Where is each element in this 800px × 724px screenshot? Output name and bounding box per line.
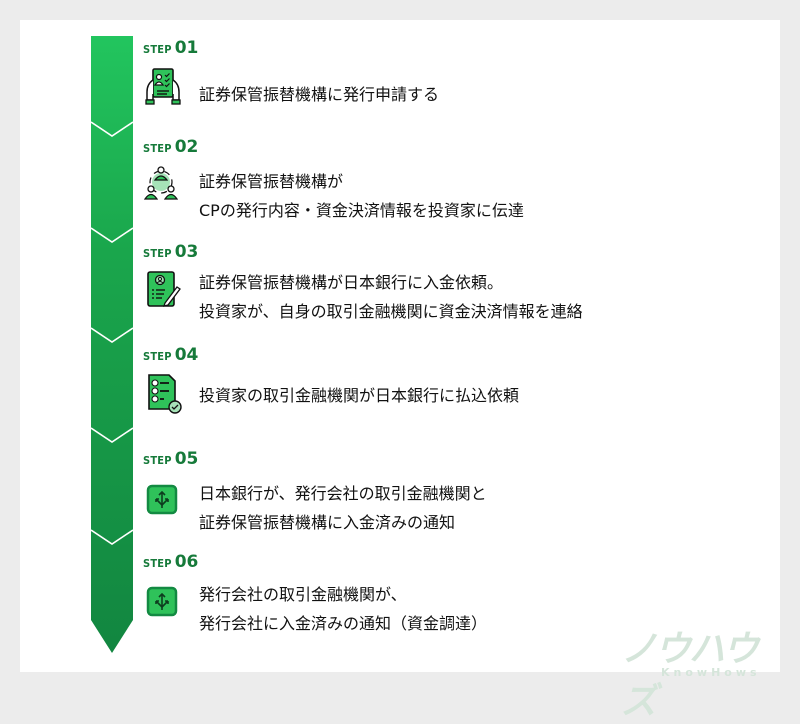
step-number: 06 [174, 552, 199, 572]
step-text-line: 投資家の取引金融機関が日本銀行に払込依頼 [199, 386, 520, 405]
branching-arrows-icon [143, 585, 183, 625]
checklist-document-icon [143, 373, 183, 414]
knowhows-logo: ノウハウズ KnowHows [616, 620, 786, 722]
step-description: 証券保管振替機構が CPの発行内容・資金決済情報を投資家に伝達 [199, 167, 524, 225]
diagram-panel [20, 20, 780, 672]
step-word: STEP [143, 454, 172, 467]
document-checklist-hands-icon [143, 66, 183, 106]
step-number: 03 [174, 242, 199, 262]
step-word: STEP [143, 142, 172, 155]
step-description: 証券保管振替機構が日本銀行に入金依頼。 投資家が、自身の取引金融機関に資金決済情… [199, 268, 583, 326]
step-text-line: 証券保管振替機構が日本銀行に入金依頼。 [199, 273, 504, 292]
step-text-line: 証券保管振替機構に入金済みの通知 [199, 513, 456, 532]
step-number: 02 [174, 137, 199, 157]
step-text-line: 発行会社に入金済みの通知（資金調達） [199, 614, 488, 633]
step-description: 投資家の取引金融機関が日本銀行に払込依頼 [199, 381, 519, 410]
branching-arrows-icon [143, 483, 183, 523]
step-text-line: 証券保管振替機構に発行申請する [199, 85, 440, 104]
step-text-line: 証券保管振替機構が [199, 172, 344, 191]
step-number: 01 [174, 38, 199, 58]
step-text-line: 日本銀行が、発行会社の取引金融機関と [199, 484, 487, 503]
step-text-line: 発行会社の取引金融機関が、 [199, 585, 407, 604]
flow-arrow-bar [91, 36, 133, 653]
step-word: STEP [143, 350, 172, 363]
logo-latin: KnowHows [661, 666, 761, 679]
step-word: STEP [143, 247, 172, 260]
step-number: 05 [174, 449, 199, 469]
step-word: STEP [143, 557, 172, 570]
profile-document-pen-icon [143, 270, 183, 310]
step-description: 発行会社の取引金融機関が、 発行会社に入金済みの通知（資金調達） [199, 580, 487, 638]
step-word: STEP [143, 43, 172, 56]
step-text-line: CPの発行内容・資金決済情報を投資家に伝達 [199, 201, 524, 220]
step-text-line: 投資家が、自身の取引金融機関に資金決済情報を連絡 [199, 302, 583, 321]
step-description: 日本銀行が、発行会社の取引金融機関と 証券保管振替機構に入金済みの通知 [199, 479, 487, 537]
people-network-icon [143, 163, 183, 203]
step-description: 証券保管振替機構に発行申請する [199, 80, 439, 109]
step-number: 04 [174, 345, 199, 365]
